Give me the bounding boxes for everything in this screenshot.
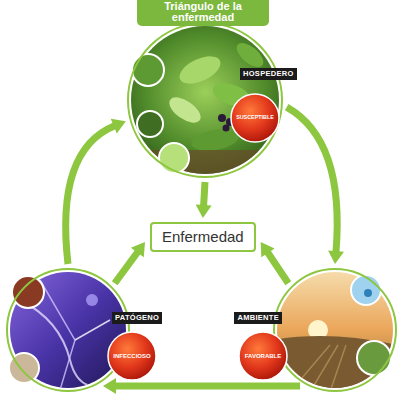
result-label: Enfermedad — [162, 228, 244, 246]
soil — [120, 150, 290, 180]
circle-outline — [273, 268, 397, 392]
badge-label: INFECCIOSO — [113, 353, 150, 360]
arrow-head — [328, 250, 344, 264]
leaf — [175, 51, 224, 90]
pathogen-ring — [6, 268, 130, 392]
host-picture — [120, 20, 290, 180]
arrow-head — [103, 378, 116, 394]
cycle-arrow — [115, 242, 145, 283]
arrow-line — [66, 126, 115, 264]
inset-photo — [351, 275, 381, 305]
pathogen-picture — [6, 268, 130, 392]
spore — [86, 294, 98, 306]
factor-label: AMBIENTE — [234, 312, 282, 324]
water-drop — [364, 289, 372, 297]
factor-label: PATÓGENO — [112, 312, 162, 324]
arrow-head — [111, 119, 126, 134]
environment-ring — [273, 268, 397, 392]
inset-photo — [137, 111, 163, 137]
cycle-arrow — [287, 107, 344, 264]
cycle-arrow — [196, 182, 212, 218]
inset-photo — [12, 276, 44, 308]
leaf — [190, 126, 241, 154]
leaf — [233, 39, 268, 72]
circle-border — [128, 23, 282, 177]
badge-disc — [231, 94, 279, 142]
arrow-head — [261, 242, 275, 257]
arrow-line — [115, 252, 138, 284]
leaf — [165, 92, 205, 127]
berry — [223, 125, 230, 132]
arrow-head — [196, 205, 212, 219]
cycle-arrow — [66, 119, 126, 264]
microscope-field — [6, 268, 130, 392]
title-banner: Triángulo de la enfermedad — [137, 0, 269, 26]
hypha — [40, 280, 75, 390]
factor-label: HOSPEDERO — [240, 68, 297, 80]
environment-picture — [273, 268, 397, 392]
badge-disc — [239, 332, 287, 380]
arrow-line — [287, 107, 338, 252]
hypha — [75, 320, 110, 340]
condition-badge: INFECCIOSO — [107, 331, 157, 381]
arrow-line — [204, 182, 205, 206]
inset-photo — [159, 143, 189, 173]
inset-photo — [132, 54, 164, 86]
berry — [218, 114, 226, 122]
circle-border — [7, 269, 129, 391]
badge-disc — [108, 332, 156, 380]
badge-label: FAVORABLE — [245, 353, 282, 360]
arrow-line — [267, 252, 288, 283]
sunset-sky — [273, 268, 397, 392]
condition-badge: FAVORABLE — [238, 331, 288, 381]
disease-factor-circle: HOSPEDEROSUSCEPTIBLE — [127, 22, 283, 178]
badge-label: SUSCEPTIBLE — [236, 115, 274, 121]
inset-photo — [357, 341, 391, 375]
result-box: Enfermedad — [150, 222, 256, 252]
condition-badge: SUSCEPTIBLE — [230, 93, 280, 143]
host-foliage — [120, 20, 290, 180]
cycle-arrow — [261, 242, 289, 283]
circle-border — [274, 269, 396, 391]
arrow-line — [115, 383, 300, 390]
circle-outline — [6, 268, 130, 392]
disease-factor-circle: PATÓGENOINFECCIOSO — [6, 268, 130, 392]
disease-factor-circle: AMBIENTEFAVORABLE — [273, 268, 397, 392]
arrow-head — [131, 242, 145, 257]
